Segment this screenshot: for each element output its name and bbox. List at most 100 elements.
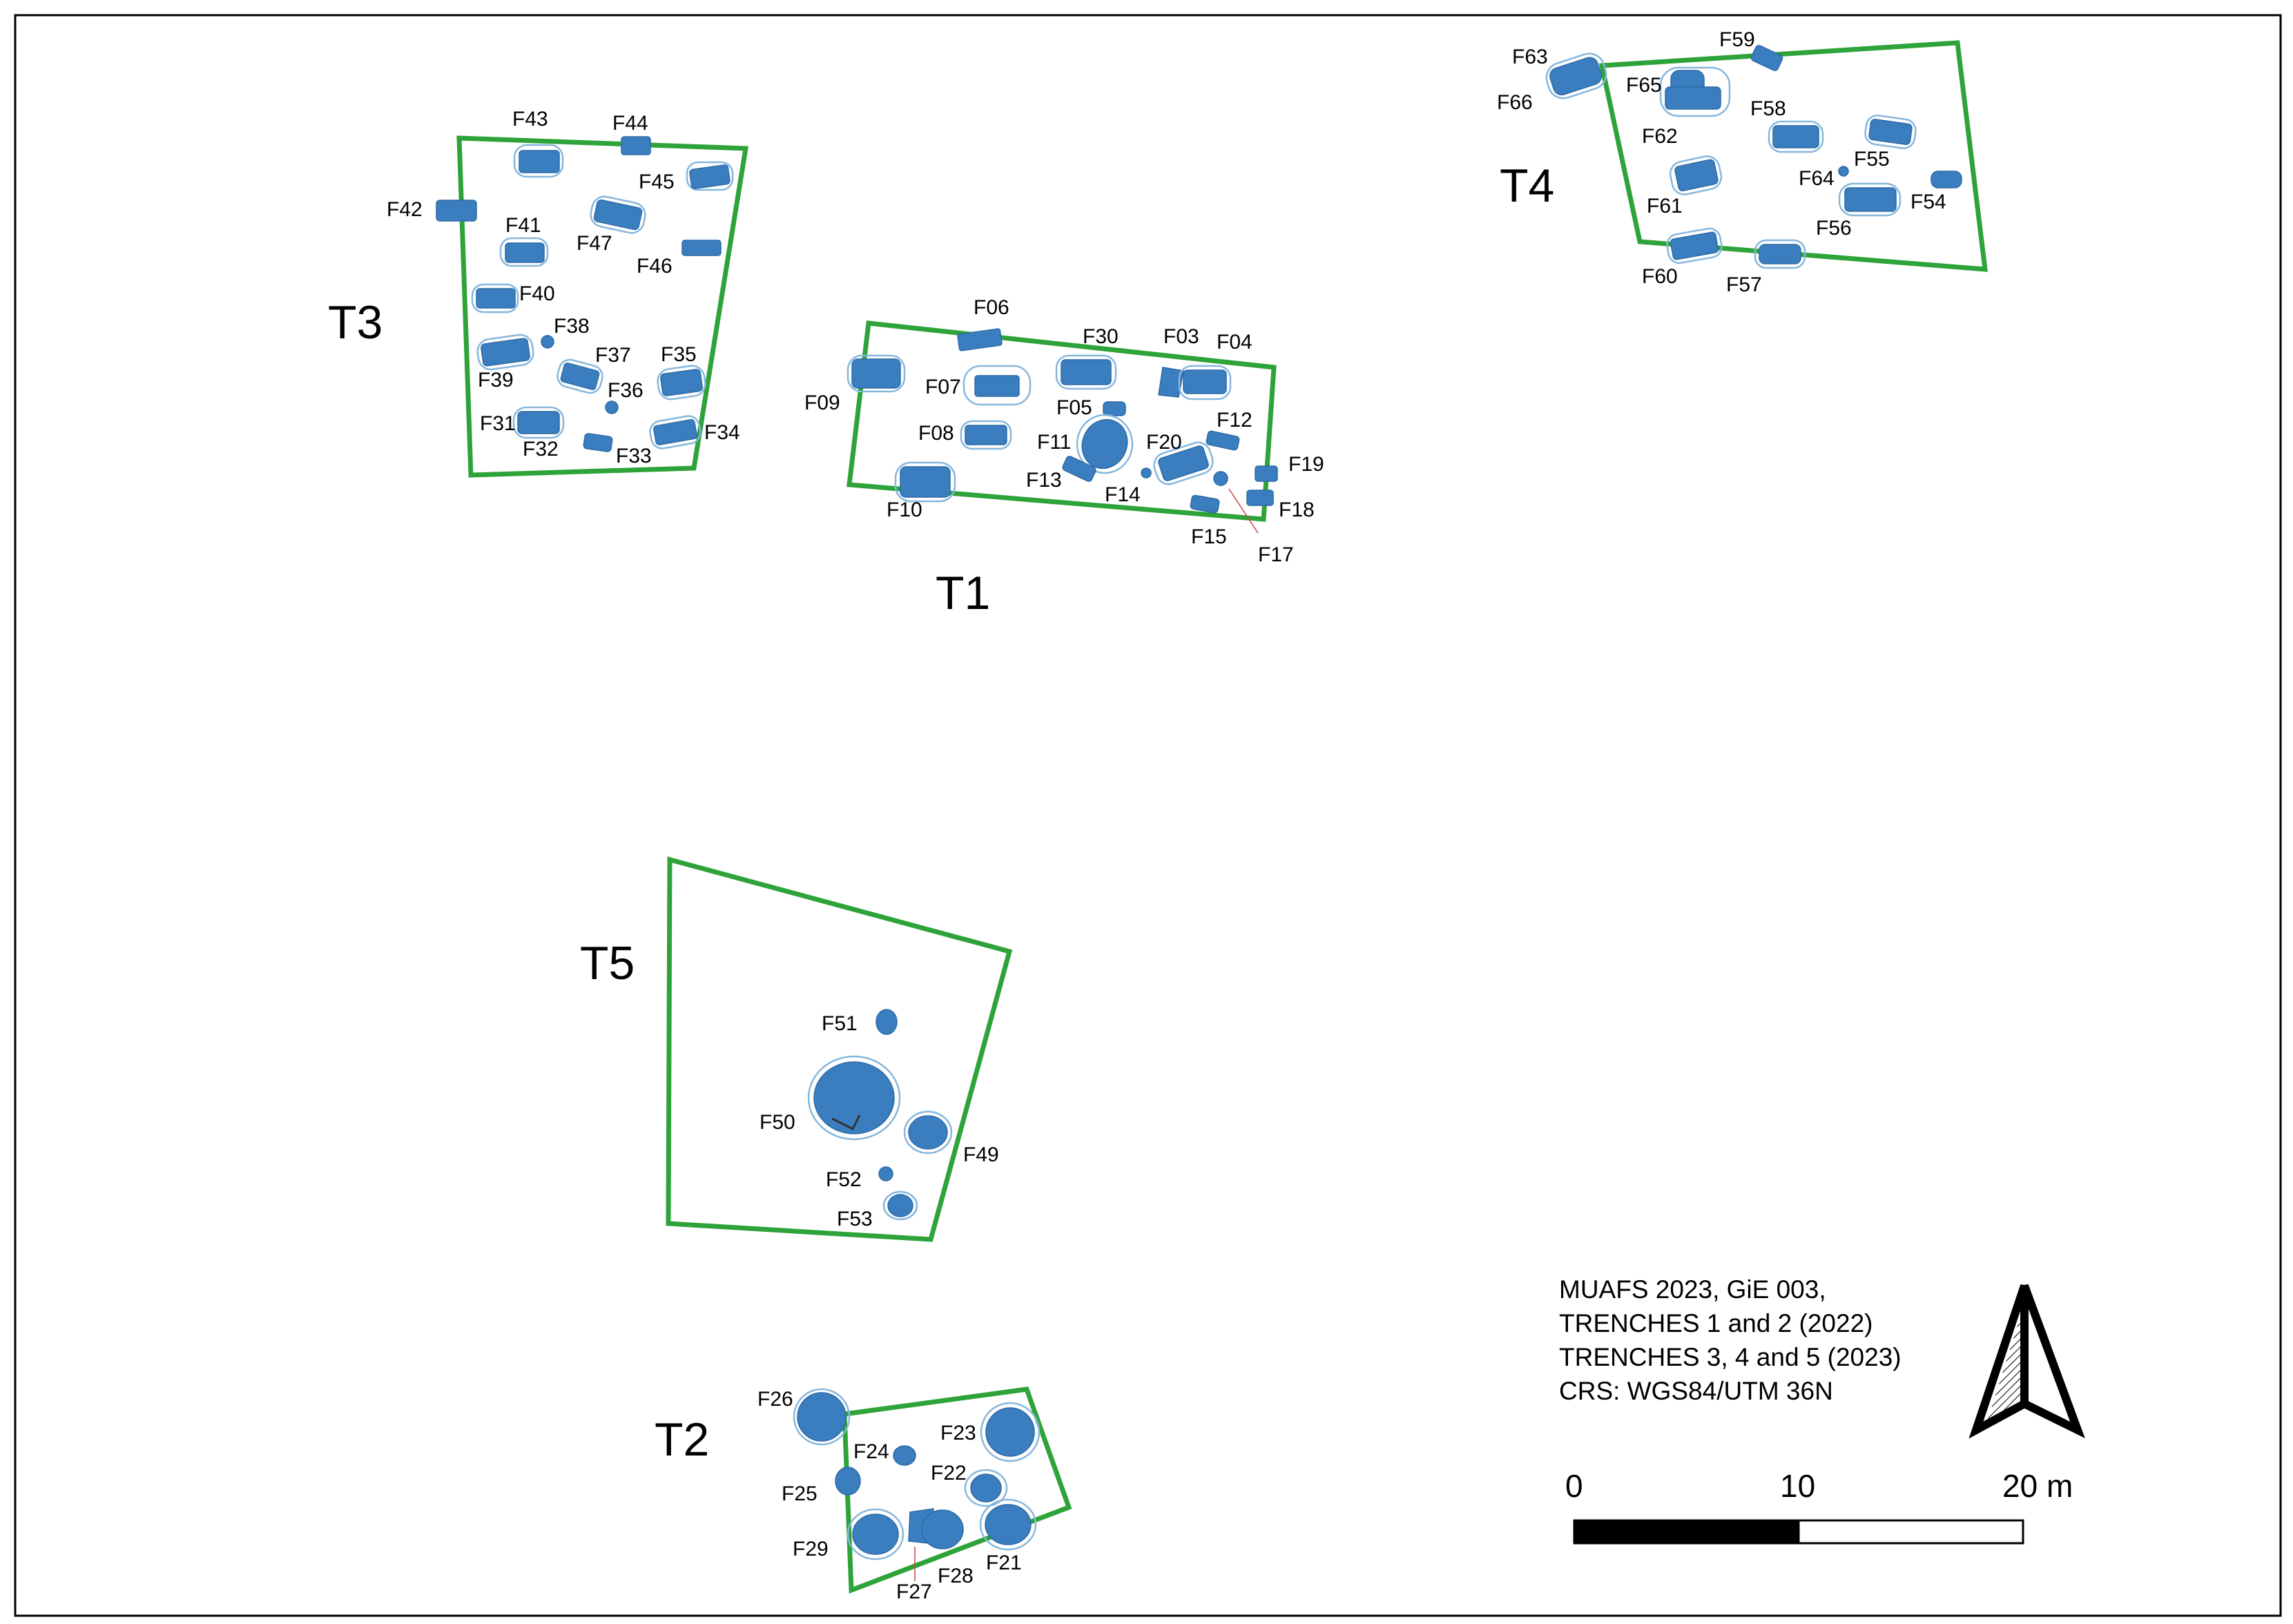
feature-label: F61: [1647, 195, 1683, 218]
feature-label: F36: [608, 379, 644, 402]
trench-t5-outline: [666, 856, 1013, 1242]
feature-label: F20: [1146, 431, 1182, 454]
feature-f31-shape: [517, 411, 560, 434]
feature-f42-shape: [436, 200, 477, 222]
feature-f52-shape: [878, 1166, 893, 1181]
feature-label: F35: [661, 343, 697, 366]
feature-f64-shape: [1838, 166, 1849, 177]
feature-f54-shape: [1931, 171, 1962, 188]
feature-f61-shape: [1674, 159, 1719, 192]
feature-f45-shape: [689, 164, 731, 189]
feature-f09-shape: [851, 358, 901, 389]
feature-f40-shape: [476, 288, 516, 309]
feature-f11-shape: [1081, 418, 1128, 470]
feature-f47-shape: [593, 199, 643, 231]
trench-label-t3: T3: [328, 296, 383, 349]
feature-f51-shape: [875, 1009, 898, 1035]
feature-label: F58: [1750, 97, 1786, 120]
feature-f26-shape: [797, 1392, 846, 1442]
trench-t2-outline: [842, 1386, 1072, 1594]
feature-f16-shape: [1213, 471, 1228, 486]
feature-labels: F43 F44 F45 F42 F41 F47 F46 F40 F38 F37 …: [387, 28, 1946, 1603]
feature-f55-shape: [1868, 118, 1913, 146]
feature-f57-shape: [1759, 244, 1801, 264]
feature-f41-shape: [505, 242, 545, 263]
feature-label: F11: [1037, 431, 1071, 454]
feature-label: F40: [519, 282, 555, 305]
map-frame: [14, 14, 2282, 1617]
feature-label: F34: [704, 421, 740, 444]
feature-label: F25: [782, 1482, 817, 1505]
feature-label: F55: [1854, 148, 1890, 171]
info-line-2: TRENCHES 1 and 2 (2022): [1559, 1309, 1873, 1337]
feature-label: F05: [1056, 396, 1092, 419]
feature-f58-shape: [1772, 125, 1819, 148]
feature-label: F52: [826, 1168, 862, 1191]
feature-label: F31: [480, 412, 516, 435]
feature-f03-shape: [1158, 367, 1184, 398]
feature-label: F12: [1217, 409, 1252, 432]
trench-t1-outline: [846, 320, 1277, 522]
feature-label: F24: [853, 1440, 889, 1463]
feature-f28-shape: [921, 1509, 964, 1549]
feature-f33-shape: [583, 433, 613, 452]
feature-f14-shape: [1141, 467, 1152, 478]
scale-bar-black-segment: [1573, 1519, 1800, 1545]
feature-f49-shape: [908, 1115, 948, 1150]
feature-f19-shape: [1255, 465, 1278, 482]
feature-label: F15: [1191, 525, 1227, 548]
feature-label: F22: [931, 1462, 967, 1485]
feature-label: F42: [387, 198, 423, 221]
feature-label: F04: [1217, 331, 1252, 354]
feature-label: F54: [1910, 191, 1946, 213]
feature-f62-shape: [1665, 86, 1721, 110]
feature-f22-shape: [970, 1473, 1002, 1502]
feature-f44-shape: [621, 136, 651, 155]
feature-f12-shape: [1206, 430, 1240, 451]
feature-f15-shape: [1190, 494, 1220, 514]
feature-f39-shape: [481, 338, 530, 367]
trench-label-t2: T2: [655, 1413, 709, 1466]
feature-label: F17: [1258, 543, 1294, 566]
feature-shapes: [436, 45, 1962, 1560]
scale-bar-white-segment: [1797, 1519, 2024, 1545]
feature-f08-shape: [965, 425, 1007, 445]
feature-f18-shape: [1246, 490, 1274, 506]
feature-f10-shape: [900, 466, 951, 498]
trench-outlines: [456, 40, 1988, 1594]
feature-f30-shape: [1061, 359, 1112, 385]
feature-f63-shape: [1549, 57, 1603, 96]
feature-f06-shape: [957, 328, 1003, 351]
feature-label: F18: [1279, 499, 1315, 521]
feature-f50-shape: [813, 1061, 895, 1134]
feature-label: F41: [505, 214, 541, 237]
feature-label: F64: [1799, 167, 1835, 190]
feature-f20-shape: [1158, 445, 1209, 481]
feature-label: F10: [887, 499, 922, 521]
feature-f35-shape: [660, 369, 703, 396]
feature-f23-shape: [985, 1407, 1035, 1457]
trench-t4-outline: [1598, 40, 1988, 272]
info-line-1: MUAFS 2023, GiE 003,: [1559, 1275, 1826, 1304]
feature-f43-shape: [519, 150, 560, 173]
scale-tick-20: 20 m: [2002, 1468, 2073, 1504]
feature-f04-shape: [1183, 369, 1227, 394]
feature-label: F53: [837, 1208, 873, 1230]
feature-label: F59: [1719, 28, 1755, 51]
f17-leader-line: [1228, 488, 1259, 534]
feature-label: F13: [1026, 469, 1062, 492]
feature-label: F30: [1083, 325, 1119, 348]
feature-label: F23: [940, 1422, 976, 1444]
feature-label: F39: [478, 369, 514, 392]
feature-label: F28: [938, 1565, 974, 1587]
feature-f38-shape: [541, 335, 554, 349]
feature-label: F38: [554, 315, 590, 338]
info-line-3: TRENCHES 3, 4 and 5 (2023): [1559, 1343, 1902, 1371]
feature-label: F57: [1726, 273, 1762, 296]
feature-label: F37: [595, 344, 631, 367]
trench-label-t1: T1: [936, 567, 990, 619]
feature-f53-shape: [887, 1194, 913, 1217]
trench-label-t4: T4: [1500, 160, 1554, 212]
feature-label: F26: [757, 1388, 793, 1411]
